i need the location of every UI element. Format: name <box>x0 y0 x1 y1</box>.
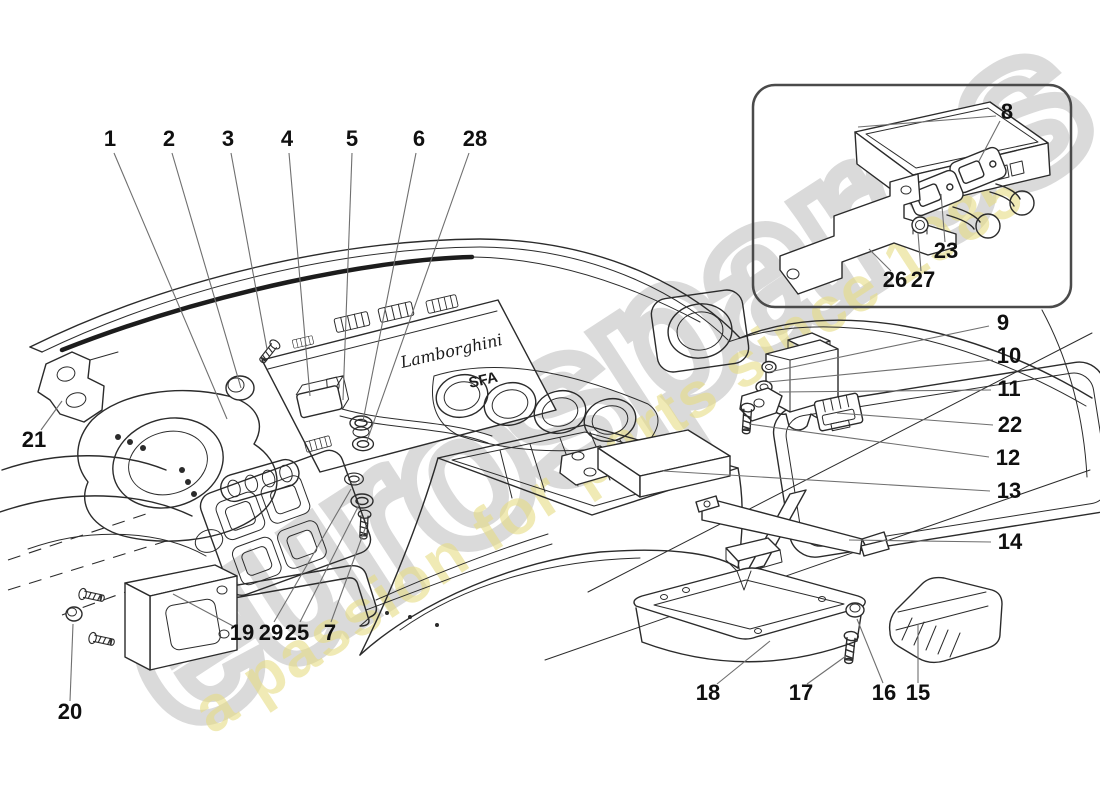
callout-8: 8 <box>1001 99 1013 124</box>
callout-line-27 <box>917 232 922 272</box>
key-ring-1 <box>1009 190 1035 216</box>
callout-28: 28 <box>463 126 487 151</box>
right-air-vent <box>650 289 750 373</box>
callout-line-16 <box>856 618 884 684</box>
callout-line-8 <box>978 120 1001 162</box>
callout-18: 18 <box>696 680 720 705</box>
callout-line-23 <box>940 193 946 243</box>
inset-panel <box>751 83 1073 309</box>
callout-17: 17 <box>789 680 813 705</box>
callout-10: 10 <box>997 343 1021 368</box>
callout-line-18 <box>716 640 771 685</box>
callout-13: 13 <box>997 478 1021 503</box>
control-plate: Lamborghini SFA <box>225 293 557 473</box>
fastener-stack <box>344 415 375 540</box>
lower-trim-channel <box>231 533 553 627</box>
key-ring-2 <box>975 213 1001 239</box>
callout-line-19 <box>172 593 234 627</box>
callout-19: 19 <box>230 620 254 645</box>
callout-7: 7 <box>324 620 336 645</box>
callout-line-9 <box>768 325 990 373</box>
callout-21: 21 <box>22 427 46 452</box>
callout-11: 11 <box>997 376 1020 401</box>
callout-line-26 <box>868 248 892 272</box>
callout-line-22 <box>836 412 994 426</box>
callout-2: 2 <box>163 126 175 151</box>
callout-14: 14 <box>998 529 1023 554</box>
plate-connector-box <box>295 375 350 419</box>
steering-area <box>0 455 224 616</box>
callout-line-14 <box>848 539 992 543</box>
callout-16: 16 <box>872 680 896 705</box>
cylinder-2-drawing <box>225 375 255 401</box>
callout-line-11 <box>778 389 992 393</box>
callout-line-21 <box>40 400 63 431</box>
bracket-26-drawing <box>779 173 957 295</box>
grommet-16-drawing <box>845 602 865 618</box>
callout-20: 20 <box>58 699 82 724</box>
callout-line-5 <box>342 152 353 401</box>
glovebox-door <box>772 361 1100 558</box>
callout-line-29 <box>273 488 352 623</box>
inset-box-border <box>751 83 1073 309</box>
grommet-20-drawing <box>65 606 83 622</box>
ecu-15-drawing <box>888 576 1003 664</box>
callout-26: 26 <box>883 267 907 292</box>
callout-line-2 <box>171 152 242 389</box>
connector-22-drawing <box>813 392 864 432</box>
cross-bracket-14 <box>695 489 890 575</box>
callout-4: 4 <box>281 126 294 151</box>
callout-9: 9 <box>997 310 1009 335</box>
callout-23: 23 <box>934 238 958 263</box>
callout-line-13 <box>662 470 991 492</box>
callout-12: 12 <box>996 445 1020 470</box>
callout-line-8 <box>857 115 997 128</box>
callout-3: 3 <box>222 126 234 151</box>
bracket-21-drawing <box>37 351 119 423</box>
callout-line-12 <box>748 423 990 458</box>
module-13-drawing <box>559 429 731 498</box>
callout-line-17 <box>806 655 847 685</box>
callout-22: 22 <box>998 412 1022 437</box>
callout-line-7 <box>330 525 367 623</box>
callout-line-6 <box>362 152 417 422</box>
callout-29: 29 <box>259 620 283 645</box>
callout-line-20 <box>69 623 74 702</box>
plate-code-text: SFA <box>467 369 499 392</box>
callout-line-3 <box>230 152 268 350</box>
callout-line-4 <box>288 152 311 397</box>
nut-27-drawing <box>911 216 929 235</box>
sill-lines <box>385 332 1093 661</box>
callout-line-10 <box>767 359 994 383</box>
callout-5: 5 <box>346 126 358 151</box>
callout-1: 1 <box>104 126 116 151</box>
callout-25: 25 <box>285 620 309 645</box>
callout-line-1 <box>113 152 228 420</box>
callout-line-25 <box>299 502 361 623</box>
tray-18-drawing <box>633 567 866 665</box>
key-fobs-drawing <box>904 144 1035 239</box>
callout-27: 27 <box>911 267 935 292</box>
callout-6: 6 <box>413 126 425 151</box>
bolt-17-drawing <box>840 630 860 665</box>
callout-line-28 <box>366 152 470 442</box>
switch-assembly-9 <box>738 332 847 435</box>
button-strip <box>220 458 300 503</box>
bracket-19-drawing <box>77 564 238 671</box>
center-air-vents <box>432 367 659 452</box>
instrument-pod <box>77 389 278 542</box>
callout-15: 15 <box>906 680 930 705</box>
